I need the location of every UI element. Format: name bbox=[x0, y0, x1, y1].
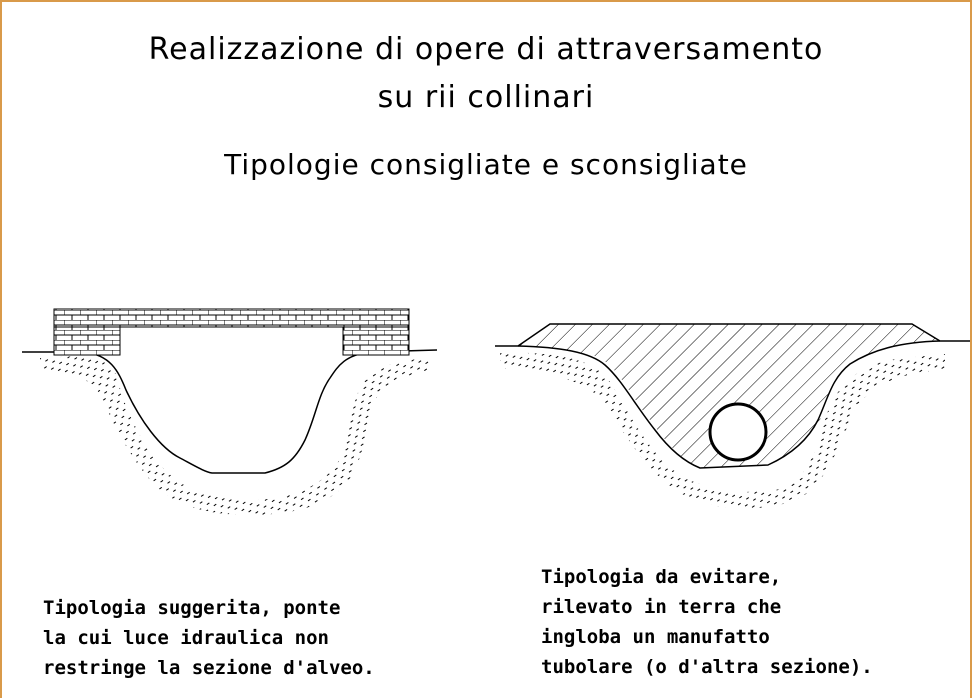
right-caption-line: tubolare (o d'altra sezione). bbox=[541, 656, 873, 678]
right-ground-line bbox=[495, 323, 970, 347]
right-caption: Tipologia da evitare, rilevato in terra c… bbox=[541, 562, 873, 682]
left-caption-line: Tipologia suggerita, ponte bbox=[43, 597, 341, 619]
subtitle: Tipologie consigliate e sconsigliate bbox=[224, 148, 748, 181]
culvert-pipe bbox=[708, 402, 768, 462]
title-line-1: Realizzazione di opere di attraversament… bbox=[148, 32, 824, 67]
left-ground-line bbox=[22, 349, 438, 474]
left-bridge-diagram bbox=[22, 308, 438, 515]
right-embankment-diagram bbox=[495, 323, 970, 509]
left-caption-line: la cui luce idraulica non bbox=[43, 627, 329, 649]
right-caption-line: ingloba un manufatto bbox=[541, 626, 770, 648]
title-line-2: su rii collinari bbox=[377, 80, 595, 115]
right-caption-line: rilevato in terra che bbox=[541, 596, 782, 618]
left-caption: Tipologia suggerita, ponte la cui luce id… bbox=[43, 593, 375, 683]
right-caption-line: Tipologia da evitare, bbox=[541, 566, 782, 588]
bridge-deck bbox=[53, 308, 410, 328]
left-caption-line: restringe la sezione d'alveo. bbox=[43, 657, 375, 679]
left-soil-band bbox=[40, 356, 430, 515]
embankment-fill bbox=[518, 324, 940, 468]
right-channel-line bbox=[517, 340, 941, 469]
right-soil-band bbox=[500, 352, 945, 509]
